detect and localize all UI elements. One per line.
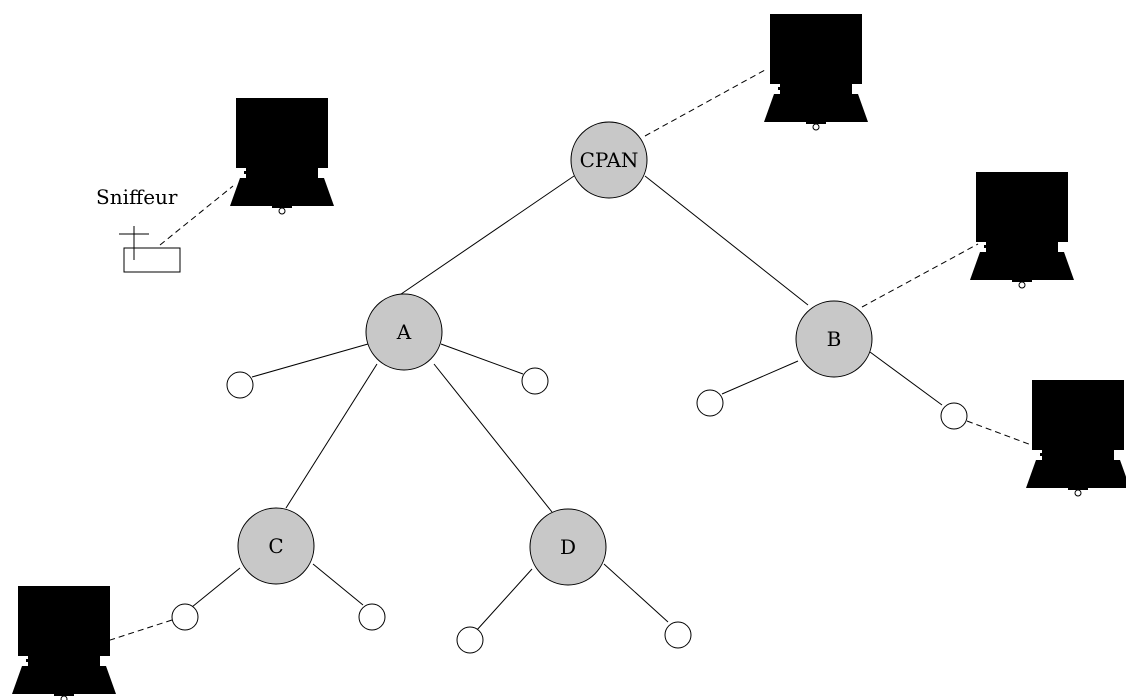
dashed-links bbox=[103, 69, 1035, 643]
leaf-nodes bbox=[171, 367, 968, 654]
tree-edges bbox=[191, 175, 943, 632]
laptop-icon bbox=[229, 97, 335, 215]
leaf-node bbox=[696, 389, 724, 417]
edge-a-leaf-right bbox=[440, 343, 524, 375]
leaf-node bbox=[171, 603, 199, 631]
edge-a-c bbox=[285, 363, 378, 509]
node-c: C bbox=[237, 507, 315, 585]
node-d: D bbox=[529, 508, 607, 586]
leaf-node bbox=[664, 621, 692, 649]
node-a: A bbox=[365, 293, 443, 371]
edge-c-leaf-right bbox=[312, 563, 364, 606]
sniffer: Sniffeur bbox=[96, 185, 181, 273]
node-c-label: C bbox=[268, 534, 283, 558]
edge-d-leaf-left bbox=[475, 568, 533, 632]
edge-a-d bbox=[433, 363, 553, 513]
edge-cpan-a bbox=[384, 175, 575, 306]
leaf-node bbox=[226, 371, 254, 399]
node-b: B bbox=[795, 300, 873, 378]
link-b-laptop bbox=[861, 243, 979, 308]
link-cpan-laptop bbox=[644, 69, 766, 137]
link-sniffer-laptop bbox=[159, 185, 234, 246]
leaf-node bbox=[456, 626, 484, 654]
laptop-icon bbox=[11, 585, 117, 700]
edge-d-leaf-right bbox=[603, 563, 669, 623]
leaf-node bbox=[358, 603, 386, 631]
edge-b-leaf-right bbox=[869, 351, 943, 406]
node-cpan-label: CPAN bbox=[580, 148, 639, 172]
node-a-label: A bbox=[396, 320, 412, 344]
edge-a-leaf-left bbox=[251, 343, 369, 378]
link-leaf-laptop-right bbox=[966, 420, 1035, 447]
laptop-icon bbox=[969, 171, 1075, 289]
leaf-node bbox=[940, 402, 968, 430]
laptop-icon bbox=[763, 13, 869, 131]
leaf-node bbox=[521, 367, 549, 395]
node-cpan: CPAN bbox=[570, 121, 648, 199]
node-d-label: D bbox=[560, 535, 576, 559]
link-leaf-laptop-left bbox=[103, 619, 173, 643]
sniffer-label: Sniffeur bbox=[96, 185, 178, 209]
edge-b-leaf-left bbox=[721, 360, 799, 395]
edge-c-leaf-left bbox=[191, 567, 241, 608]
sniffer-probe-icon bbox=[119, 226, 181, 273]
edge-cpan-b bbox=[644, 175, 809, 306]
laptop-icon bbox=[1025, 379, 1126, 497]
node-b-label: B bbox=[827, 327, 842, 351]
